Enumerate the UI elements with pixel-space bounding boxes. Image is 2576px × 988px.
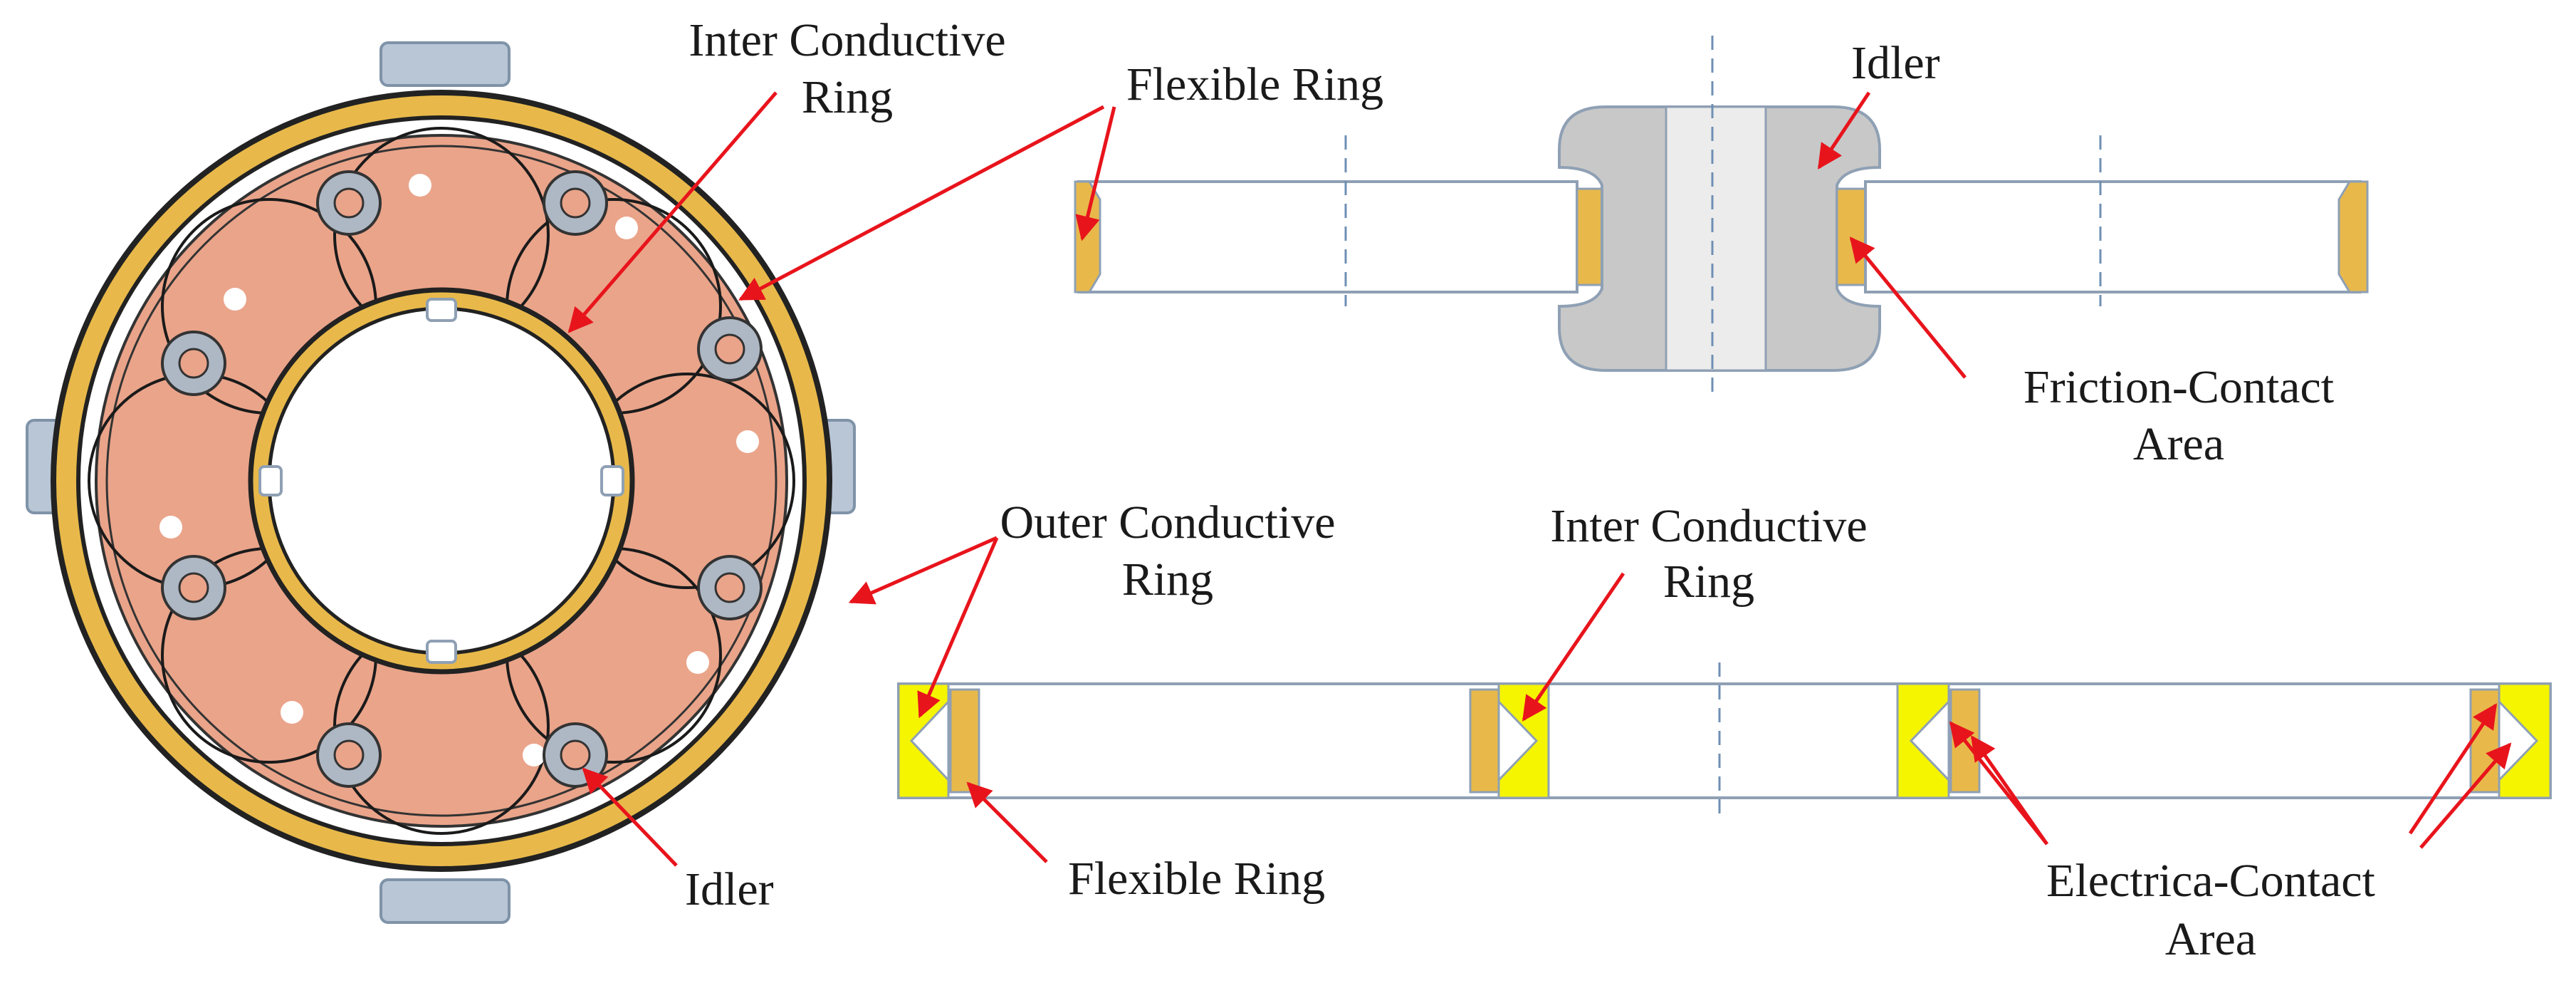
label-electrical-line1: Electrica-Contact [2046,855,2375,907]
label-friction-line1: Friction-Contact [2023,361,2334,413]
label-flexible-ring-top: Flexible Ring [1126,58,1383,110]
label-inter-ring-mid-line2: Ring [1663,556,1754,608]
label-idler-top: Idler [1851,37,1940,89]
label-inter-ring-top-line1: Inter Conductive [688,14,1005,66]
label-flexible-ring-bottom: Flexible Ring [1068,853,1325,905]
rivet-dots [159,174,759,766]
ring-assembly-face-view [26,41,856,924]
label-inter-ring-top-line2: Ring [802,71,893,123]
conductive-ring-cross-section [897,662,2552,819]
callout-arrows [567,91,2512,867]
labels: Inter Conductive Ring Flexible Ring Idle… [685,14,2375,965]
label-inter-ring-mid-line1: Inter Conductive [1550,500,1867,552]
label-idler-bottom: Idler [685,863,774,915]
label-friction-line2: Area [2133,418,2224,470]
idlers [161,170,763,788]
label-electrical-line2: Area [2165,913,2256,965]
label-outer-ring-line1: Outer Conductive [1000,496,1335,548]
label-outer-ring-line2: Ring [1122,553,1213,605]
